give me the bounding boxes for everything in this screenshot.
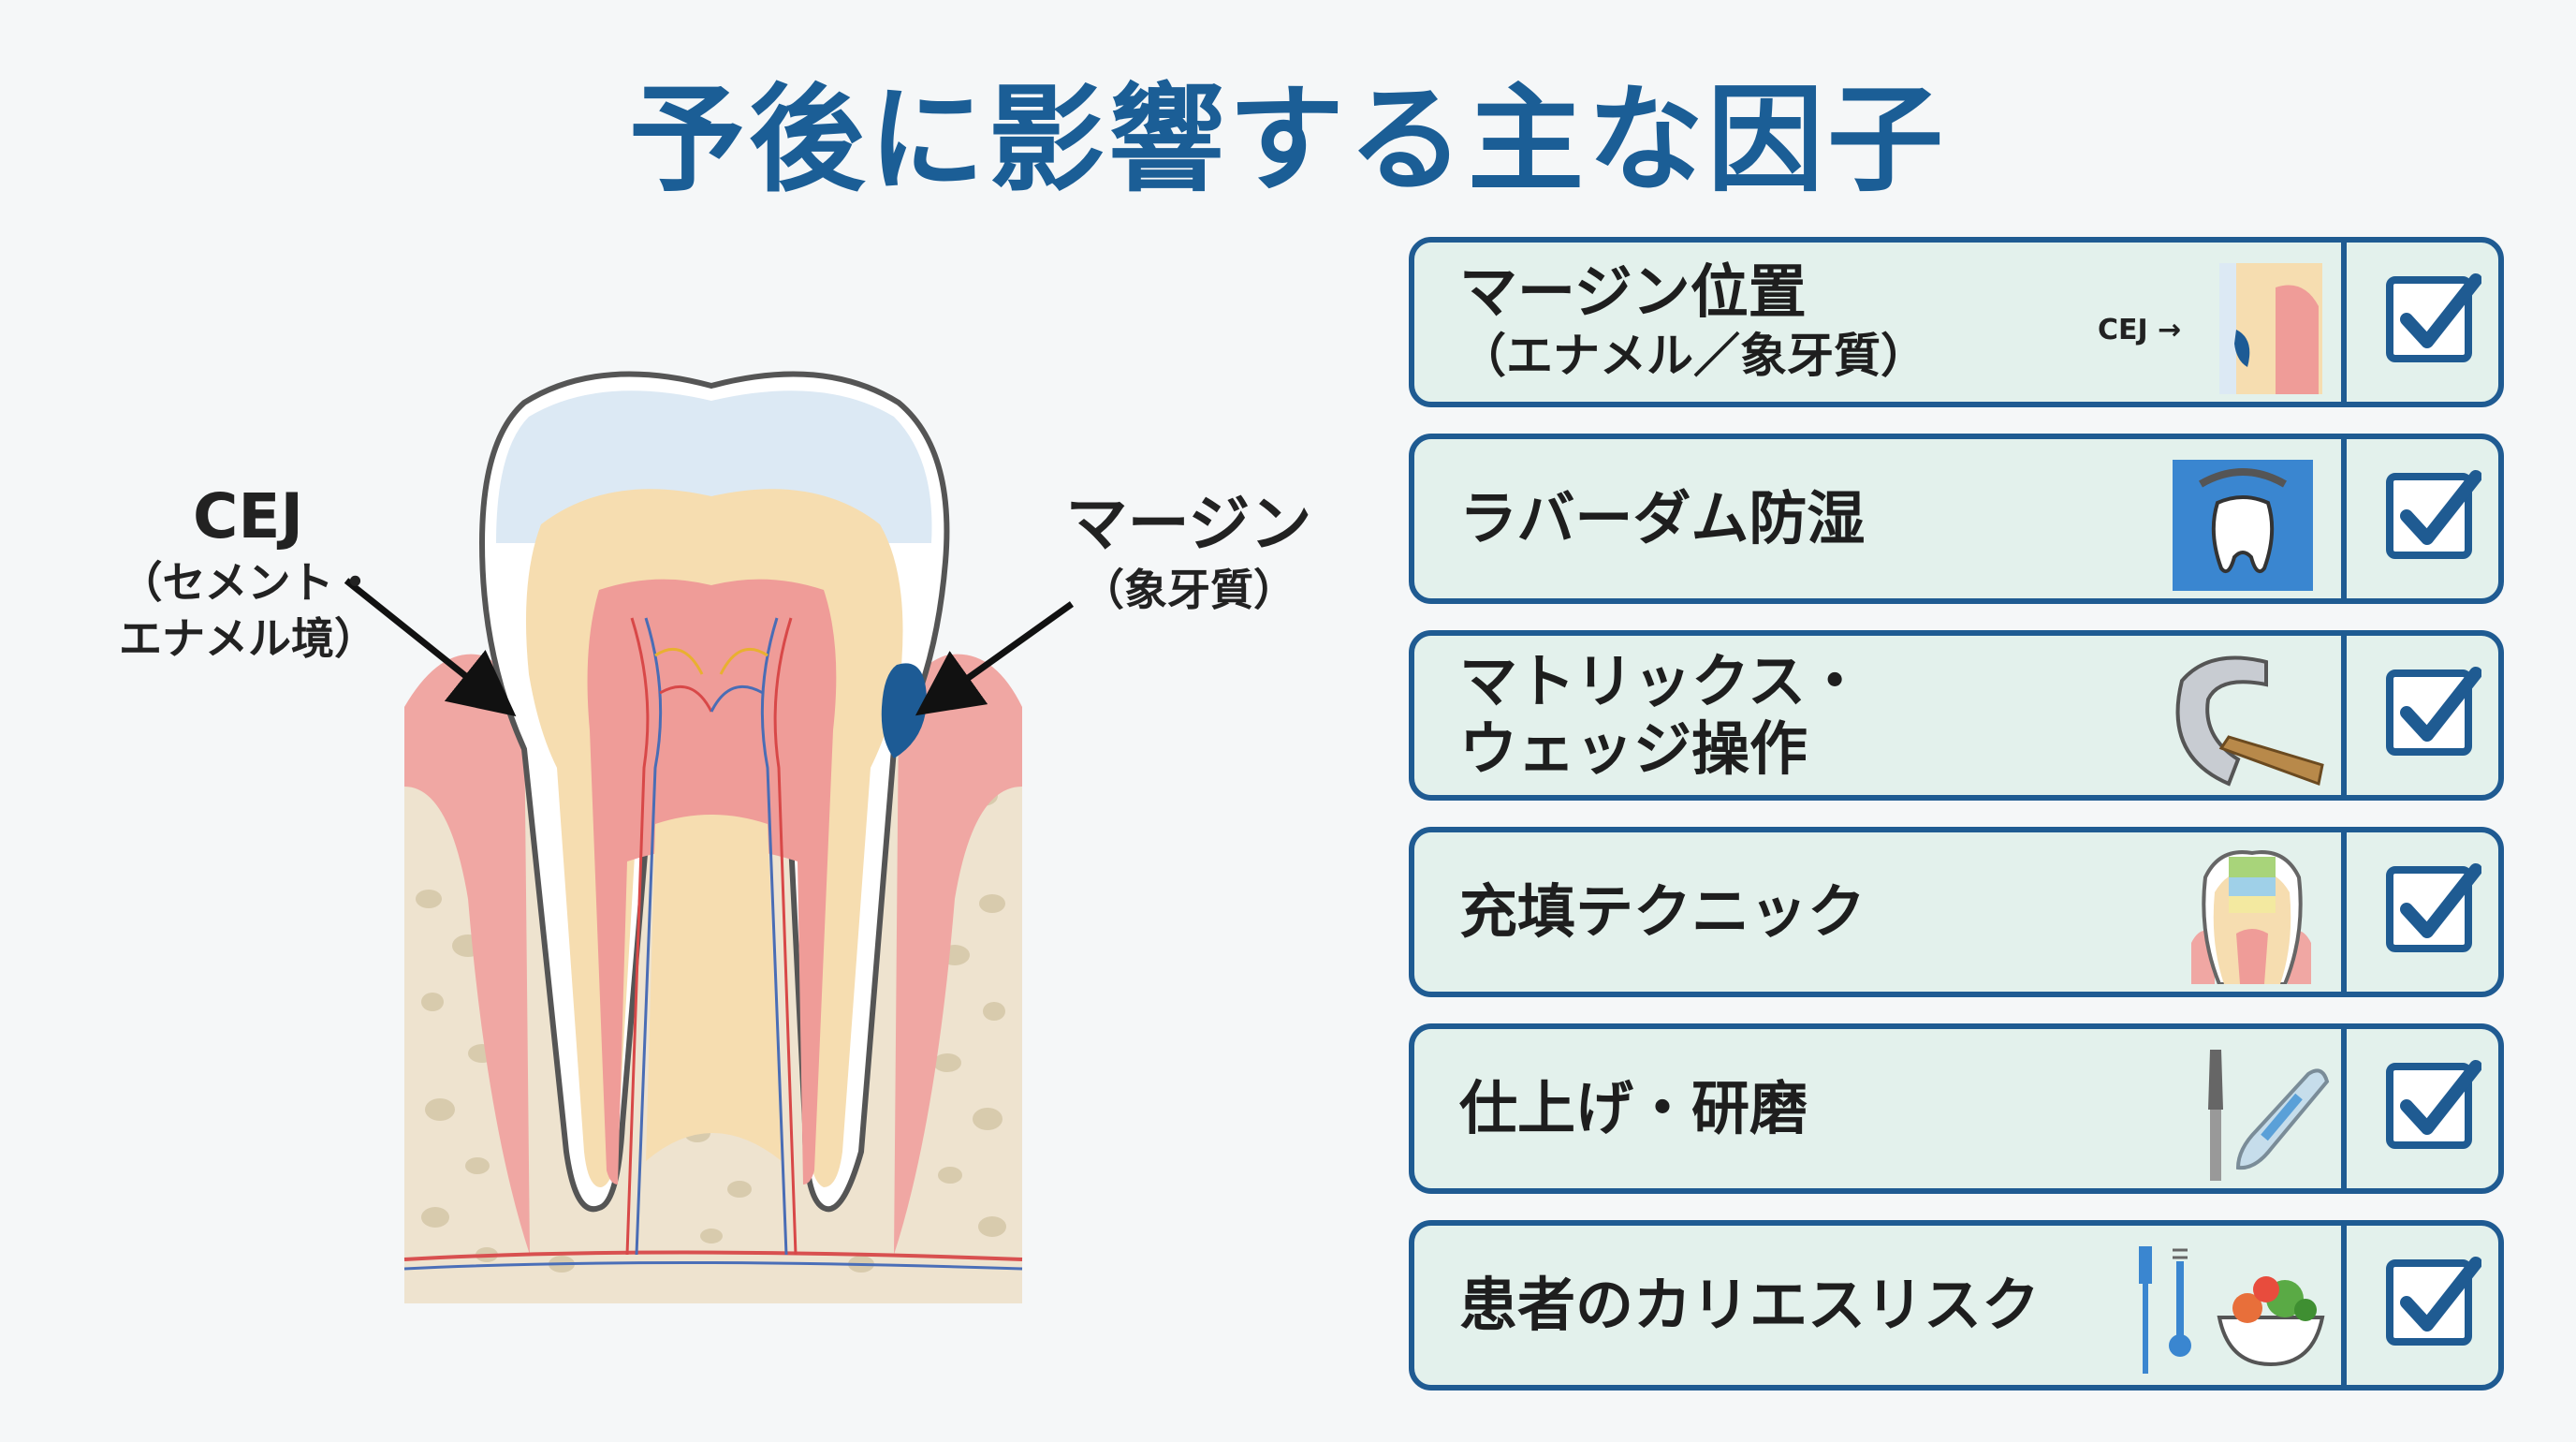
factor-row: ラバーダム防湿 bbox=[1409, 434, 2504, 604]
checkbox-icon[interactable] bbox=[2384, 271, 2481, 368]
row-divider bbox=[2341, 1226, 2347, 1385]
factor-sublabel: ウェッジ操作 bbox=[1459, 714, 1808, 783]
checkbox-icon[interactable] bbox=[2384, 664, 2481, 761]
checkbox-icon[interactable] bbox=[2384, 1057, 2481, 1155]
row-divider bbox=[2341, 1029, 2347, 1188]
row-divider bbox=[2341, 243, 2347, 402]
checkbox-icon[interactable] bbox=[2384, 861, 2481, 958]
factor-label: 充填テクニック bbox=[1459, 877, 1866, 946]
row-divider bbox=[2341, 832, 2347, 992]
checkbox-icon[interactable] bbox=[2384, 1254, 2481, 1351]
factor-text: マージン位置 （エナメル／象牙質） bbox=[1459, 243, 2171, 402]
factor-row: 仕上げ・研磨 bbox=[1409, 1023, 2504, 1194]
cej-label-title: CEJ bbox=[192, 480, 304, 552]
factor-label: マトリックス・ bbox=[1459, 647, 1865, 715]
factor-row: 充填テクニック bbox=[1409, 827, 2504, 997]
factor-text: マトリックス・ ウェッジ操作 bbox=[1459, 636, 2171, 795]
factor-row: 患者のカリエスリスク bbox=[1409, 1220, 2504, 1390]
gingiva-left bbox=[404, 654, 530, 1255]
bur-polishing-strip-icon bbox=[2208, 1050, 2330, 1181]
margin-label-title: マージン bbox=[1065, 488, 1312, 560]
factor-text: 仕上げ・研磨 bbox=[1459, 1029, 2171, 1188]
cej-label-sub2: エナメル境） bbox=[119, 613, 377, 664]
factor-label: 仕上げ・研磨 bbox=[1459, 1074, 1808, 1142]
tooth-cross-section bbox=[344, 371, 1075, 1303]
factor-text: ラバーダム防湿 bbox=[1459, 439, 2171, 598]
margin-arrow bbox=[915, 601, 1075, 716]
cej-label-sub1: （セメント・ bbox=[119, 557, 377, 608]
gingiva-right bbox=[894, 654, 1022, 1255]
factor-label: 患者のカリエスリスク bbox=[1459, 1271, 2041, 1339]
matrix-wedge-icon bbox=[2175, 655, 2324, 787]
factor-text: 患者のカリエスリスク bbox=[1459, 1226, 2171, 1385]
factor-label: マージン位置 bbox=[1459, 258, 1807, 326]
row-divider bbox=[2341, 439, 2347, 598]
rubber-dam-icon bbox=[2173, 460, 2313, 591]
layered-filling-icon bbox=[2191, 850, 2311, 984]
page-title: 予後に影響する主な因子 bbox=[628, 73, 1947, 208]
cej-label: CEJ （セメント・ エナメル境） bbox=[28, 479, 468, 667]
margin-label: マージン （象牙質） bbox=[1039, 487, 1339, 618]
factor-row: マトリックス・ ウェッジ操作 bbox=[1409, 630, 2504, 801]
margin-label-sub: （象牙質） bbox=[1081, 565, 1296, 615]
checkbox-icon[interactable] bbox=[2384, 467, 2481, 565]
row-divider bbox=[2341, 636, 2347, 795]
tooth-diagram: CEJ （セメント・ エナメル境） マージン （象牙質） bbox=[28, 371, 1339, 1303]
factor-sublabel: （エナメル／象牙質） bbox=[1459, 329, 1927, 383]
cej-arrow bbox=[344, 578, 517, 717]
cej-icon-text: CEJ → bbox=[2098, 314, 2181, 346]
factor-label: ラバーダム防湿 bbox=[1459, 484, 1866, 552]
factor-text: 充填テクニック bbox=[1459, 832, 2171, 992]
toothbrush-diet-icon bbox=[2139, 1246, 2325, 1374]
cej-margin-icon: CEJ → bbox=[2098, 263, 2322, 394]
pulp-vessels bbox=[625, 617, 798, 1256]
factor-row: マージン位置 （エナメル／象牙質） CEJ → bbox=[1409, 237, 2504, 407]
